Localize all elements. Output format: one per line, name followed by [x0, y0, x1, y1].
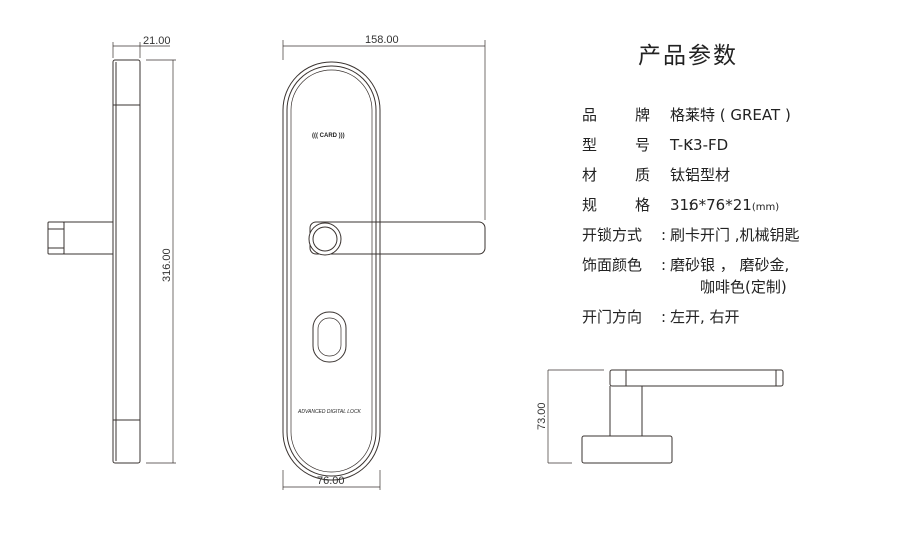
spec-value: 316*76*21 [670, 196, 752, 214]
side-plate [112, 59, 141, 464]
spec-label: 品牌 [582, 106, 689, 124]
handle-projection-dimension: 73.00 [536, 402, 548, 430]
handle-length-dimension: 158.00 [365, 34, 399, 46]
lever-side [609, 369, 784, 387]
spec-title: 产品参数 [638, 43, 738, 69]
spec-row-direction: 开门方向: 左开, 右开 [582, 302, 800, 332]
height-dimension: 316.00 [161, 248, 173, 282]
spec-value-2: 咖啡色(定制) [700, 278, 787, 296]
spec-row-unlock: 开锁方式: 刷卡开门 ,机械钥匙 [582, 220, 800, 250]
spec-label: 型号 [582, 136, 689, 154]
spec-value: 钛铝型材 [670, 166, 731, 184]
card-label: ((( CARD ))) [312, 133, 345, 139]
fingerprint-reader [308, 222, 342, 256]
spec-value: 刷卡开门 ,机械钥匙 [670, 226, 800, 244]
spec-label: 材质 [582, 166, 689, 184]
front-plate [282, 61, 381, 481]
spec-row-finish: 饰面颜色: 磨砂银 ， 磨砂金,咖啡色(定制) [582, 250, 800, 298]
front-view [282, 40, 486, 490]
spec-label: 开门方向 [582, 308, 643, 326]
spec-value: 格莱特 ( GREAT ) [670, 106, 791, 124]
brand-text: ADVANCED DIGITAL LOCK [297, 409, 362, 415]
spec-row-size: 规格: 316*76*21(mm) [582, 190, 800, 220]
spec-value: 左开, 右开 [670, 308, 740, 326]
rose-base [581, 435, 673, 464]
spec-row-brand: 品牌: 格莱特 ( GREAT ) [582, 100, 800, 130]
spec-label: 开锁方式 [582, 226, 643, 244]
spec-value: 磨砂银 ， 磨砂金, [670, 256, 790, 274]
spec-value: T-K3-FD [670, 136, 729, 154]
width-dimension: 76.00 [317, 475, 345, 487]
spec-label: 饰面颜色 [582, 256, 643, 274]
spindle [63, 221, 114, 255]
keyhole [312, 311, 347, 363]
side-view [47, 42, 176, 464]
spec-row-model: 型号: T-K3-FD [582, 130, 800, 160]
thickness-dimension: 21.00 [143, 35, 171, 47]
spec-unit: (mm) [751, 202, 780, 213]
spec-list: 品牌: 格莱特 ( GREAT ) 型号: T-K3-FD 材质: 钛铝型材 规… [582, 100, 800, 332]
spindle-knob [47, 221, 65, 255]
spec-label: 规格 [582, 196, 689, 214]
handle-side-view [547, 369, 784, 464]
spec-row-material: 材质: 钛铝型材 [582, 160, 800, 190]
